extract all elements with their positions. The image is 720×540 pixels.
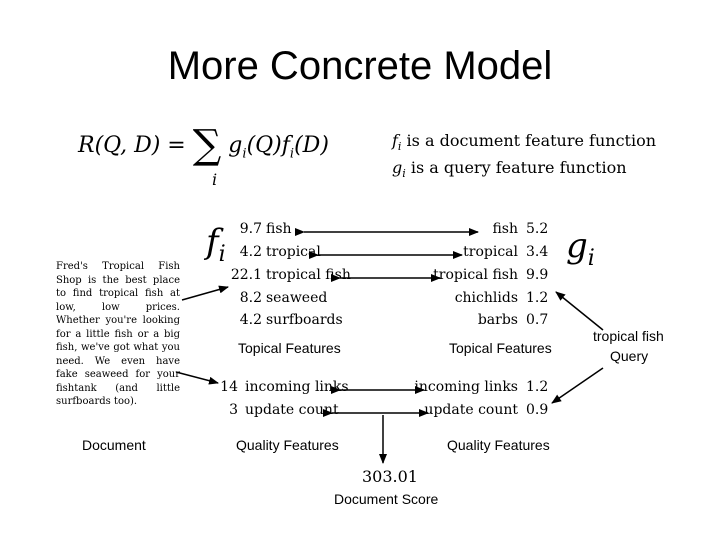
ranking-formula: R(Q, D) = ∑ gi(Q)fi(D) [78, 122, 329, 168]
topical-right-value: 5.2 [526, 221, 549, 237]
topical-left-name: surfboards [266, 312, 343, 328]
document-score-value: 303.01 [362, 467, 418, 486]
quality-features-label-right: Quality Features [447, 437, 550, 453]
query-to-topical-arrow [555, 291, 604, 331]
query-text: tropical fish [593, 328, 664, 344]
topical-right-value: 0.7 [526, 312, 549, 328]
quality-left-value: 14 [220, 379, 238, 395]
quality-features-label-left: Quality Features [236, 437, 339, 453]
query-to-quality-arrow [551, 367, 604, 404]
document-to-topical-arrow [181, 285, 229, 301]
f-i-symbol: fi [206, 222, 226, 267]
topical-left-name: tropical fish [266, 267, 351, 283]
topical-right-value: 9.9 [526, 267, 549, 283]
quality-left-name: update count [245, 402, 339, 418]
document-text: Fred's Tropical Fish Shop is the best pl… [56, 261, 180, 407]
quality-left-value: 3 [229, 402, 238, 418]
g-i-symbol: gi [566, 226, 595, 271]
topical-right-name: barbs [477, 312, 518, 328]
topical-right-value: 3.4 [526, 244, 549, 260]
quality-right-value: 0.9 [526, 402, 549, 418]
topical-right-name: fish [492, 221, 518, 237]
topical-features-label-left: Topical Features [238, 340, 341, 356]
definition-g: gi is a query feature function [392, 158, 627, 181]
sum-symbol: ∑ [192, 122, 222, 168]
topical-left-value: 4.2 [239, 312, 262, 328]
formula-lhs: R(Q, D) = [78, 133, 186, 158]
quality-left-name: incoming links [245, 379, 349, 395]
topical-left-name: tropical [266, 244, 321, 260]
formula-definitions: fi is a document feature function gi is … [392, 130, 656, 184]
topical-left-value: 9.7 [239, 221, 262, 237]
topical-right-name: tropical [463, 244, 518, 260]
topical-right-name: chichlids [454, 290, 518, 306]
topical-right-value: 1.2 [526, 290, 549, 306]
topical-left-value: 4.2 [239, 244, 262, 260]
quality-right-name: incoming links [414, 379, 518, 395]
topical-left-value: 22.1 [230, 267, 262, 283]
formula-rhs: gi(Q)fi(D) [228, 133, 329, 162]
topical-right-name: tropical fish [433, 267, 518, 283]
document-to-quality-arrow [175, 371, 219, 385]
query-label: Query [610, 348, 649, 364]
slide-title: More Concrete Model [167, 44, 553, 88]
definition-f: fi is a document feature function [392, 131, 657, 154]
sum-index: i [212, 170, 218, 189]
quality-right-value: 1.2 [526, 379, 549, 395]
topical-left-name: fish [266, 221, 292, 237]
document-label: Document [82, 437, 146, 453]
topical-left-name: seaweed [266, 290, 328, 306]
topical-left-value: 8.2 [239, 290, 262, 306]
topical-features-label-right: Topical Features [449, 340, 552, 356]
document-score-label: Document Score [334, 491, 439, 507]
quality-right-name: update count [424, 402, 518, 418]
